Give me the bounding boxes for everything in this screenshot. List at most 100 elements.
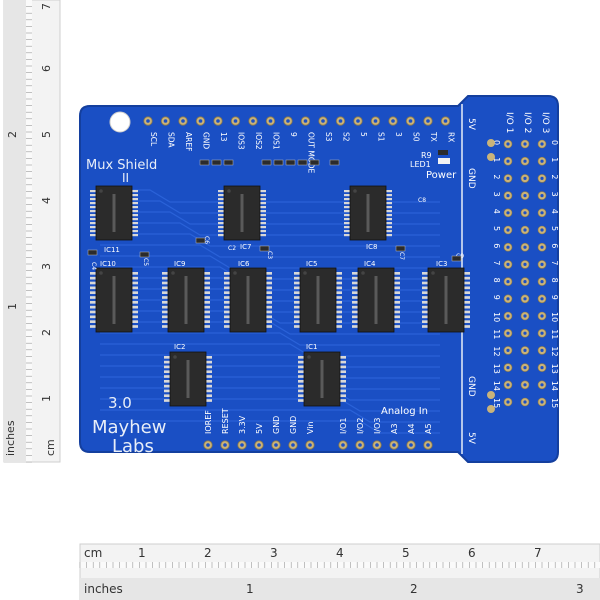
chip-pin (218, 222, 224, 225)
pin-hole (506, 383, 510, 387)
bottom-header-label: GND (272, 416, 281, 434)
chip-pin (162, 310, 168, 314)
cap-c7: C7 (398, 252, 405, 260)
pin-hole (146, 119, 150, 123)
smd-component (395, 245, 406, 252)
chip-pin (90, 198, 96, 201)
pin-hole (443, 119, 448, 123)
chip-pin (422, 281, 428, 285)
pin-hole (523, 194, 527, 198)
chip-pin (422, 296, 428, 299)
pin-hole (181, 119, 185, 123)
bottom-ruler-cm-label: cm (84, 546, 102, 560)
chip-pin (260, 222, 266, 225)
chip-pin (336, 325, 342, 328)
row-number-right: 9 (550, 295, 559, 300)
chip-pin (344, 190, 350, 193)
chip-pin (224, 272, 230, 275)
bottom-header-label: GND (289, 416, 298, 434)
cap-c6: C6 (203, 236, 210, 244)
chip-pin (386, 198, 392, 201)
analog-in-label: Analog In (381, 406, 428, 417)
chip-pin (206, 360, 212, 364)
row-number-right: 10 (550, 312, 559, 322)
chip-pin (164, 389, 170, 393)
chip-pin (294, 315, 300, 319)
chip-pin (422, 272, 428, 275)
chip-pin (204, 310, 210, 314)
pin-hole (506, 297, 510, 301)
chip-pin (260, 194, 266, 197)
pin-hole (163, 119, 168, 123)
chip-pin (90, 305, 96, 309)
chip-pin (206, 399, 212, 402)
chip-pin (266, 286, 272, 290)
pin-hole (506, 331, 510, 335)
chip-dot (99, 189, 103, 193)
power-led (438, 158, 450, 164)
pin-hole (409, 443, 413, 447)
io-header-3: I/O 3 (540, 112, 550, 133)
proto-row-numbers: 0123456789101112131415012345678910111213… (492, 140, 559, 408)
row-number-right: 3 (550, 192, 559, 197)
chip-ic5 (294, 267, 342, 333)
pin-hole (523, 348, 527, 352)
chip-dot (173, 355, 177, 359)
bottom-ruler-cm-1: 1 (138, 546, 146, 560)
pin-hole (506, 176, 510, 180)
left-ruler-inches-label: inches (4, 420, 17, 456)
chip-pin (164, 375, 170, 378)
chip-pin (336, 286, 342, 290)
pin-hole (540, 297, 544, 301)
smd-parts (87, 159, 462, 262)
chip-pin (224, 315, 230, 319)
chip-pin (464, 276, 470, 280)
chip-pin (266, 296, 272, 299)
chip-pin (464, 281, 470, 285)
chip-ic11 (90, 185, 138, 241)
chip-pin (344, 202, 350, 205)
row-number-left: 13 (492, 364, 501, 374)
pin-hole (392, 443, 396, 447)
chip-pin (336, 276, 342, 280)
proto-grid (503, 139, 547, 407)
chip-pin (386, 190, 392, 193)
pin-hole (540, 159, 544, 163)
left-ruler-cm-7: 7 (40, 3, 53, 10)
rail-pad (487, 153, 495, 161)
smd-component (309, 159, 320, 166)
chip-pin (218, 214, 224, 217)
pin-hole (506, 142, 510, 146)
chip-pin (422, 291, 428, 294)
chip-pin (90, 226, 96, 229)
chip-pin (204, 305, 210, 309)
bottom-header-label: 5V (255, 423, 264, 434)
rail-gnd-bottom: GND (466, 376, 476, 397)
top-header-label: AREF (184, 132, 193, 151)
pin-hole (523, 262, 527, 266)
chip-pin (386, 214, 392, 217)
pin-hole (223, 443, 227, 447)
chip-pin (162, 305, 168, 309)
bottom-header-label: I/O1 (339, 418, 348, 434)
chip-pin (394, 296, 400, 299)
chip-pin (394, 315, 400, 319)
r9-resistor (438, 150, 448, 155)
chip-pin (344, 222, 350, 225)
bottom-ruler-cm-3: 3 (270, 546, 278, 560)
top-header-label: S1 (377, 132, 386, 142)
ic2-label: IC2 (174, 343, 185, 351)
pin-hole (375, 443, 379, 447)
chip-pin (218, 234, 224, 237)
chip-pin (260, 210, 266, 213)
chip-pin (336, 291, 342, 294)
bottom-ruler: cm inches 1 2 3 4 5 6 7 1 2 3 (79, 543, 600, 600)
chip-pin (164, 365, 170, 369)
pin-hole (391, 119, 395, 123)
pin-hole (540, 228, 544, 232)
chip-pin (464, 320, 470, 323)
top-header-label: GND (202, 132, 211, 149)
chip-pin (224, 305, 230, 309)
chip-pin (132, 210, 138, 213)
